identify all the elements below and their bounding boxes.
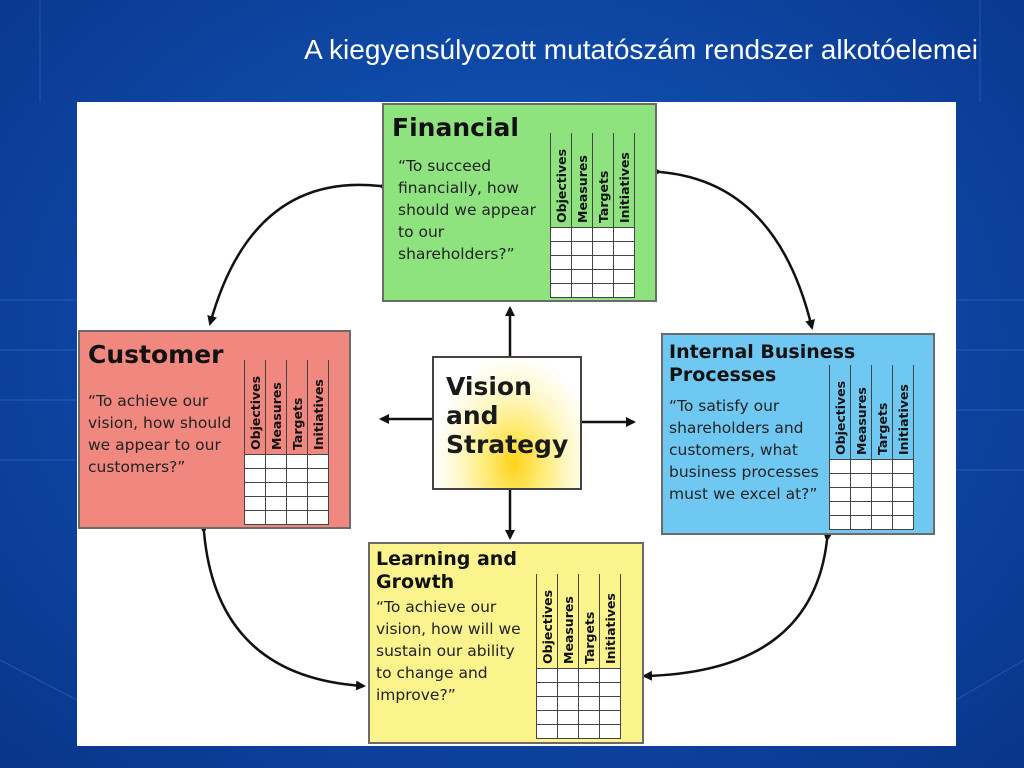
arrow-internal-learning bbox=[642, 531, 833, 681]
internal-processes-question: “To satisfy our shareholders and custome… bbox=[669, 397, 819, 503]
financial-box: Financial “To succeed financially, how s… bbox=[382, 103, 657, 302]
column-header: Measures bbox=[572, 133, 593, 227]
customer-box: Customer “To achieve our vision, how sho… bbox=[78, 330, 351, 529]
customer-question: “To achieve our vision, how should we ap… bbox=[88, 392, 232, 476]
column-header: Targets bbox=[287, 360, 308, 454]
vision-strategy-label: Vision and Strategy bbox=[446, 372, 569, 459]
column-header: Measures bbox=[851, 365, 872, 459]
column-header: Objectives bbox=[537, 574, 558, 668]
column-header: Initiatives bbox=[893, 365, 914, 459]
arrow-financial-customer bbox=[207, 181, 389, 326]
internal-processes-grid: Objectives Measures Targets Initiatives bbox=[829, 365, 914, 530]
arrow-customer-learning bbox=[198, 523, 366, 691]
financial-heading: Financial bbox=[392, 113, 519, 142]
column-header: Initiatives bbox=[614, 133, 635, 227]
slide-title: A kiegyensúlyozott mutatószám rendszer a… bbox=[304, 34, 978, 65]
financial-grid: Objectives Measures Targets Initiatives bbox=[550, 133, 635, 298]
column-header: Objectives bbox=[245, 360, 266, 454]
column-header: Targets bbox=[579, 574, 600, 668]
vision-strategy-box: Vision and Strategy bbox=[432, 356, 582, 490]
column-header: Initiatives bbox=[600, 574, 621, 668]
financial-question: “To succeed financially, how should we a… bbox=[398, 157, 537, 263]
column-header: Initiatives bbox=[308, 360, 329, 454]
learning-growth-box: Learning and Growth “To achieve our visi… bbox=[368, 542, 644, 744]
column-header: Objectives bbox=[830, 365, 851, 459]
column-header: Targets bbox=[593, 133, 614, 227]
column-header: Objectives bbox=[551, 133, 572, 227]
column-header: Measures bbox=[266, 360, 287, 454]
customer-heading: Customer bbox=[88, 340, 224, 369]
arrow-financial-internal bbox=[651, 166, 815, 330]
column-header: Targets bbox=[872, 365, 893, 459]
balanced-scorecard-diagram: Financial “To succeed financially, how s… bbox=[77, 102, 956, 746]
column-header: Measures bbox=[558, 574, 579, 668]
learning-growth-heading: Learning and Growth bbox=[376, 548, 517, 593]
learning-growth-grid: Objectives Measures Targets Initiatives bbox=[536, 574, 621, 739]
internal-processes-box: Internal Business Processes “To satisfy … bbox=[661, 333, 935, 535]
customer-grid: Objectives Measures Targets Initiatives bbox=[244, 360, 329, 525]
learning-growth-question: “To achieve our vision, how will we sust… bbox=[376, 598, 521, 704]
internal-processes-heading: Internal Business Processes bbox=[669, 341, 856, 386]
